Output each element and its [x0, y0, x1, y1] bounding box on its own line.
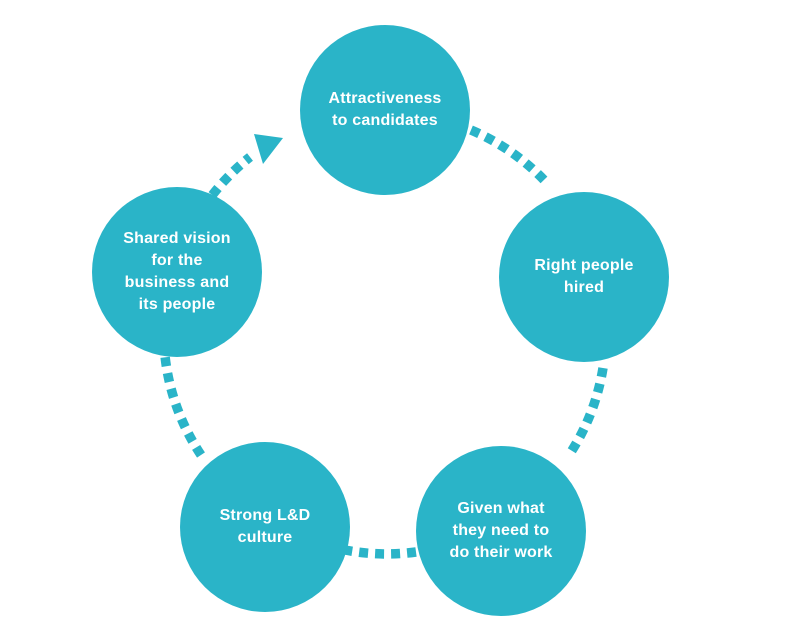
flow-arrowhead-icon [254, 134, 283, 164]
node-label-line: its people [138, 296, 216, 313]
connector-strong-ld-to-shared-vision [160, 355, 205, 458]
node-label-line: Strong L&D [219, 507, 311, 524]
node-label-line: hired [563, 279, 605, 296]
node-given-what-they-need: Given what they need to do their work [416, 446, 586, 616]
node-label: Given what they need to do their work [449, 498, 552, 564]
connector-right-people-to-given-what [566, 367, 608, 455]
node-shared-vision: Shared vision for the business and its p… [92, 187, 262, 357]
node-strong-ld-culture: Strong L&D culture [180, 442, 350, 612]
node-label-line: Attractiveness [328, 90, 442, 107]
node-label-line: Given what [457, 500, 545, 517]
node-label-line: do their work [449, 544, 553, 561]
node-label-line: business and [124, 274, 230, 291]
node-label-line: they need to [452, 522, 550, 539]
node-attractiveness-to-candidates: Attractiveness to candidates [300, 25, 470, 195]
node-right-people-hired: Right people hired [499, 192, 669, 362]
node-label: Right people hired [534, 255, 633, 299]
node-label-line: for the [151, 252, 203, 269]
connector-attractiveness-to-right-people [469, 125, 549, 185]
node-label: Shared vision for the business and its p… [123, 228, 231, 316]
node-label-line: Shared vision [123, 230, 231, 247]
node-label-line: Right people [534, 257, 634, 274]
node-label: Attractiveness to candidates [328, 88, 441, 132]
connector-given-what-to-strong-ld [344, 545, 417, 559]
node-label: Strong L&D culture [220, 505, 311, 549]
node-label-line: culture [237, 529, 293, 546]
node-label-line: to candidates [332, 112, 438, 129]
